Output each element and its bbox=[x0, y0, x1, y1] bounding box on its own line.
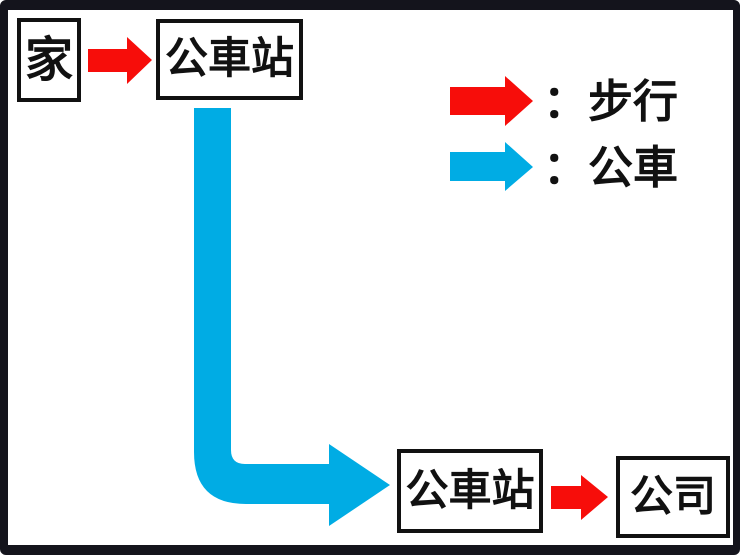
legend-bus-label: ：公車 bbox=[543, 141, 679, 194]
walk-arrow-busstop-to-company-icon bbox=[551, 475, 608, 520]
bus-route-arrow-icon bbox=[194, 108, 390, 526]
legend-walk-arrow-icon bbox=[450, 76, 533, 126]
walk-arrow-home-to-busstop-icon bbox=[88, 37, 152, 84]
legend-bus-arrow-icon bbox=[450, 142, 533, 191]
node-bus-stop-bottom: 公車站 bbox=[397, 449, 543, 533]
node-bus-stop-top: 公車站 bbox=[156, 19, 303, 100]
node-company: 公司 bbox=[616, 456, 730, 538]
node-home: 家 bbox=[17, 18, 81, 102]
legend-walk-label: ：步行 bbox=[543, 75, 679, 128]
